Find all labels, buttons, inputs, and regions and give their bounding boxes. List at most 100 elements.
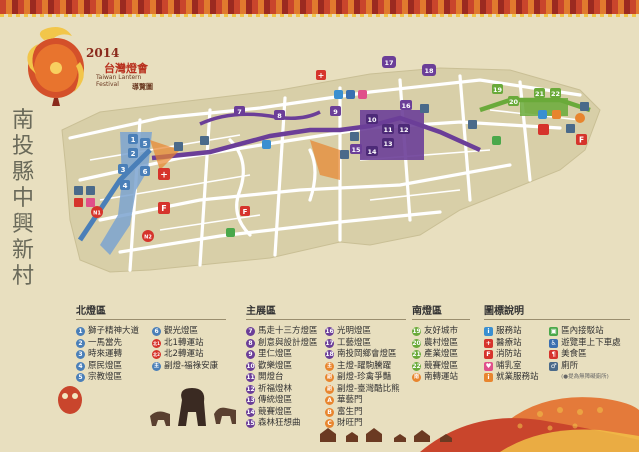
medical-icon[interactable] (538, 124, 549, 135)
legend-main-title: 主展區 (246, 302, 406, 320)
legend-icon-item[interactable]: ¶美食區 (549, 349, 630, 361)
main-marker[interactable]: 13 (383, 140, 392, 148)
legend-item[interactable]: 副副燈-珍禽爭豔 (325, 372, 392, 383)
shuttle-stop-icon[interactable] (226, 228, 235, 237)
restroom-icon[interactable] (340, 150, 349, 159)
north-marker[interactable]: 5 (143, 140, 148, 148)
restroom-icon[interactable] (350, 132, 359, 141)
service-station-icon[interactable] (334, 90, 343, 99)
legend-item[interactable]: 主主燈-躍駒騰躍 (325, 360, 392, 371)
legend-icon-item[interactable]: ▣區內接駁站 (549, 326, 604, 337)
service-station-icon[interactable] (262, 140, 271, 149)
legend-item[interactable]: 主副燈-福祿安康 (152, 360, 219, 371)
main-marker[interactable]: 8 (277, 112, 282, 120)
main-marker-bg (350, 144, 362, 154)
north-marker-bg (120, 180, 130, 190)
fire-station-icon[interactable] (240, 206, 250, 216)
main-marker[interactable]: 9 (333, 108, 338, 116)
restroom-icon[interactable] (200, 136, 209, 145)
legend-item[interactable]: 南南轉運站 (412, 372, 459, 383)
north-marker[interactable]: 2 (131, 150, 136, 158)
restroom-icon[interactable] (174, 142, 183, 151)
nursing-room-icon[interactable] (86, 198, 95, 207)
fire-station-icon[interactable] (576, 134, 587, 145)
south-marker[interactable]: 22 (551, 90, 560, 98)
restroom-icon[interactable] (74, 186, 83, 195)
legend-icon-item[interactable]: ♿遊覽車上下車處 (549, 337, 621, 348)
shuttle-stop-icon[interactable] (492, 136, 501, 145)
transit-station-icon[interactable] (91, 206, 103, 218)
food-icon[interactable] (74, 198, 83, 207)
north-marker[interactable]: 6 (143, 168, 148, 176)
north-markers: 1 2 3 4 5 6 (118, 134, 150, 190)
restroom-icon[interactable] (420, 104, 429, 113)
south-transit-icon[interactable] (575, 113, 585, 123)
main-marker-bg (330, 106, 341, 116)
restroom-icon[interactable] (468, 120, 477, 129)
north-marker[interactable]: 3 (121, 166, 126, 174)
legend-icon-item[interactable]: ♂廁所 (549, 360, 579, 371)
transit-station-icon[interactable] (142, 230, 154, 242)
main-marker[interactable]: 7 (237, 108, 242, 116)
south-marker[interactable]: 19 (493, 86, 503, 94)
restroom-icon[interactable] (86, 186, 95, 195)
medical-icon[interactable] (316, 70, 326, 80)
main-marker[interactable]: 11 (383, 126, 393, 134)
legend-item[interactable]: 副副燈-臺灣酷比熊 (325, 383, 400, 394)
location-char: 興 (11, 212, 34, 237)
south-marker[interactable]: 21 (535, 90, 545, 98)
legend-icon-item[interactable]: ♥哺乳室 (484, 360, 522, 371)
main-marker[interactable]: 16 (401, 102, 411, 110)
main-marker[interactable]: 14 (367, 148, 377, 156)
legend-icon-item[interactable]: +醫療站 (484, 337, 522, 348)
main-marker[interactable]: 17 (384, 59, 393, 67)
main-marker[interactable]: 10 (367, 116, 377, 124)
food-court-icon[interactable] (552, 110, 561, 119)
main-marker[interactable]: 12 (399, 126, 408, 134)
restroom-icon[interactable] (580, 102, 589, 111)
fire-station-icon[interactable] (158, 202, 170, 214)
main-marker[interactable]: 18 (424, 67, 434, 75)
nursing-room-icon[interactable] (358, 90, 367, 99)
south-marker-bg (550, 88, 561, 98)
service-station-icon[interactable] (538, 110, 547, 119)
main-marker[interactable]: 15 (351, 146, 361, 154)
bus-stop-icon[interactable] (346, 90, 355, 99)
north-marker[interactable]: 1 (131, 136, 136, 144)
restroom-icon[interactable] (566, 124, 575, 133)
medical-icon[interactable] (158, 168, 170, 180)
south-marker[interactable]: 20 (509, 98, 519, 106)
north-marker[interactable]: 4 (123, 182, 128, 190)
